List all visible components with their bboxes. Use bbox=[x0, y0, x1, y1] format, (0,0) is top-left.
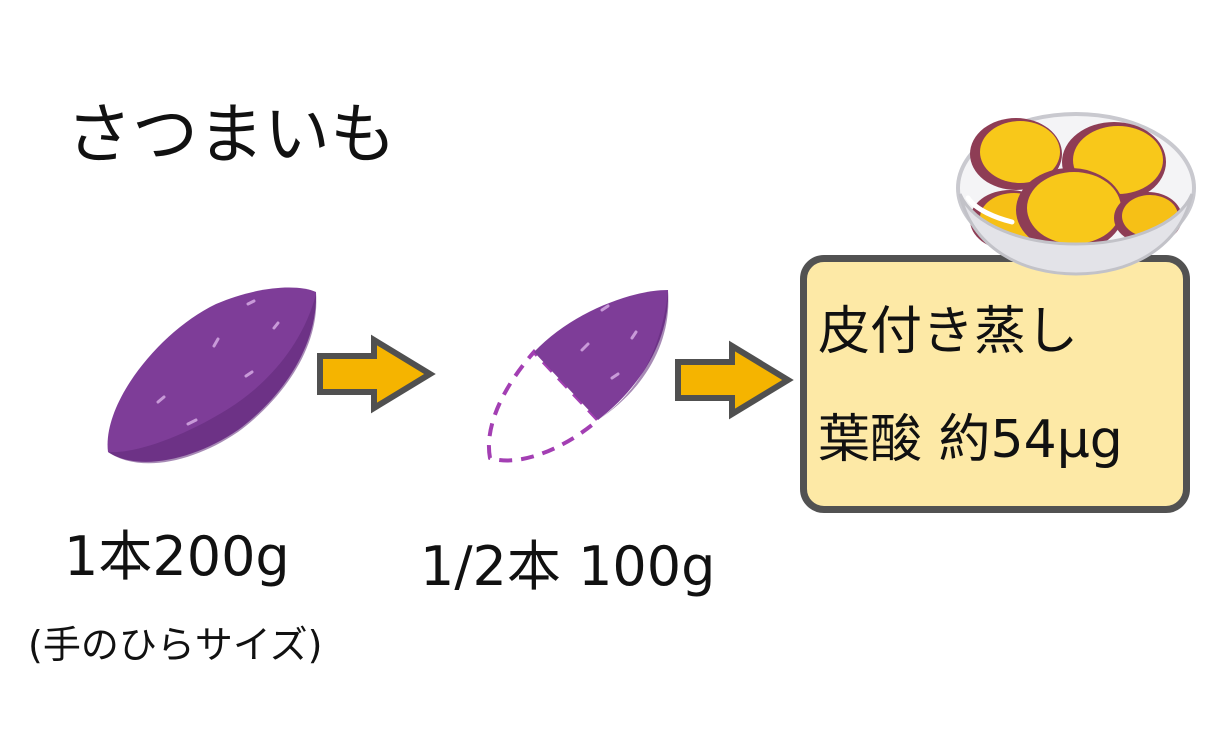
page-title: さつまいも bbox=[66, 96, 396, 173]
half-sweet-potato-icon bbox=[487, 290, 669, 463]
whole-quantity-label: 1本200g bbox=[64, 525, 290, 588]
nutrition-info-box bbox=[800, 255, 1190, 513]
preparation-label: 皮付き蒸し bbox=[818, 302, 1079, 362]
size-note-label: (手のひらサイズ) bbox=[28, 623, 323, 667]
arrow-right-icon bbox=[317, 334, 436, 414]
folate-amount-label: 葉酸 約54μg bbox=[818, 410, 1123, 470]
half-quantity-label: 1/2本 100g bbox=[420, 535, 716, 598]
whole-sweet-potato-icon bbox=[107, 287, 317, 464]
arrow-right-icon bbox=[675, 340, 794, 420]
steamed-sweet-potato-bowl-icon bbox=[956, 112, 1196, 276]
